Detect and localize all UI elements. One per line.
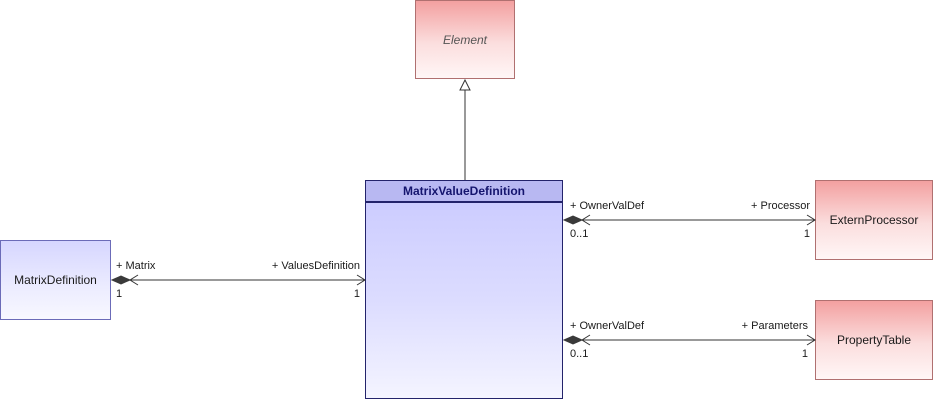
role-parameters: + Parameters [742,320,809,332]
mult-parameters: 1 [802,348,808,360]
class-extern-processor-label: ExternProcessor [829,213,919,227]
role-values-definition: + ValuesDefinition [272,260,360,272]
class-property-table-label: PropertyTable [836,333,912,347]
class-matrix-value-definition-label: MatrixValueDefinition [366,181,562,202]
class-matrix-value-definition[interactable]: MatrixValueDefinition [365,180,563,399]
attributes-compartment [366,202,562,203]
arrowhead-parameters-right [806,334,816,346]
composition-diamond-matrix [110,275,132,285]
mult-owner-val-def-parameters: 0..1 [570,348,588,360]
class-matrix-definition[interactable]: MatrixDefinition [0,240,111,320]
mult-matrix: 1 [116,288,122,300]
arrowhead-processor-left [581,214,591,226]
role-matrix: + Matrix [116,260,156,272]
mult-values-definition: 1 [354,288,360,300]
mult-processor: 1 [804,228,810,240]
class-element[interactable]: Element [415,0,515,79]
composition-diamond-parameters [562,335,584,345]
arrowhead-parameters-left [581,334,591,346]
role-owner-val-def-parameters: + OwnerValDef [570,320,645,332]
mult-owner-val-def-processor: 0..1 [570,228,588,240]
role-processor: + Processor [751,200,810,212]
arrowhead-matrix-left [129,274,139,286]
arrowhead-processor-right [806,214,816,226]
generalization-arrowhead [459,78,471,91]
composition-diamond-processor [562,215,584,225]
class-matrix-definition-label: MatrixDefinition [14,273,97,287]
class-element-label: Element [442,32,488,47]
role-owner-val-def-processor: + OwnerValDef [570,200,645,212]
arrowhead-matrix-right [356,274,366,286]
